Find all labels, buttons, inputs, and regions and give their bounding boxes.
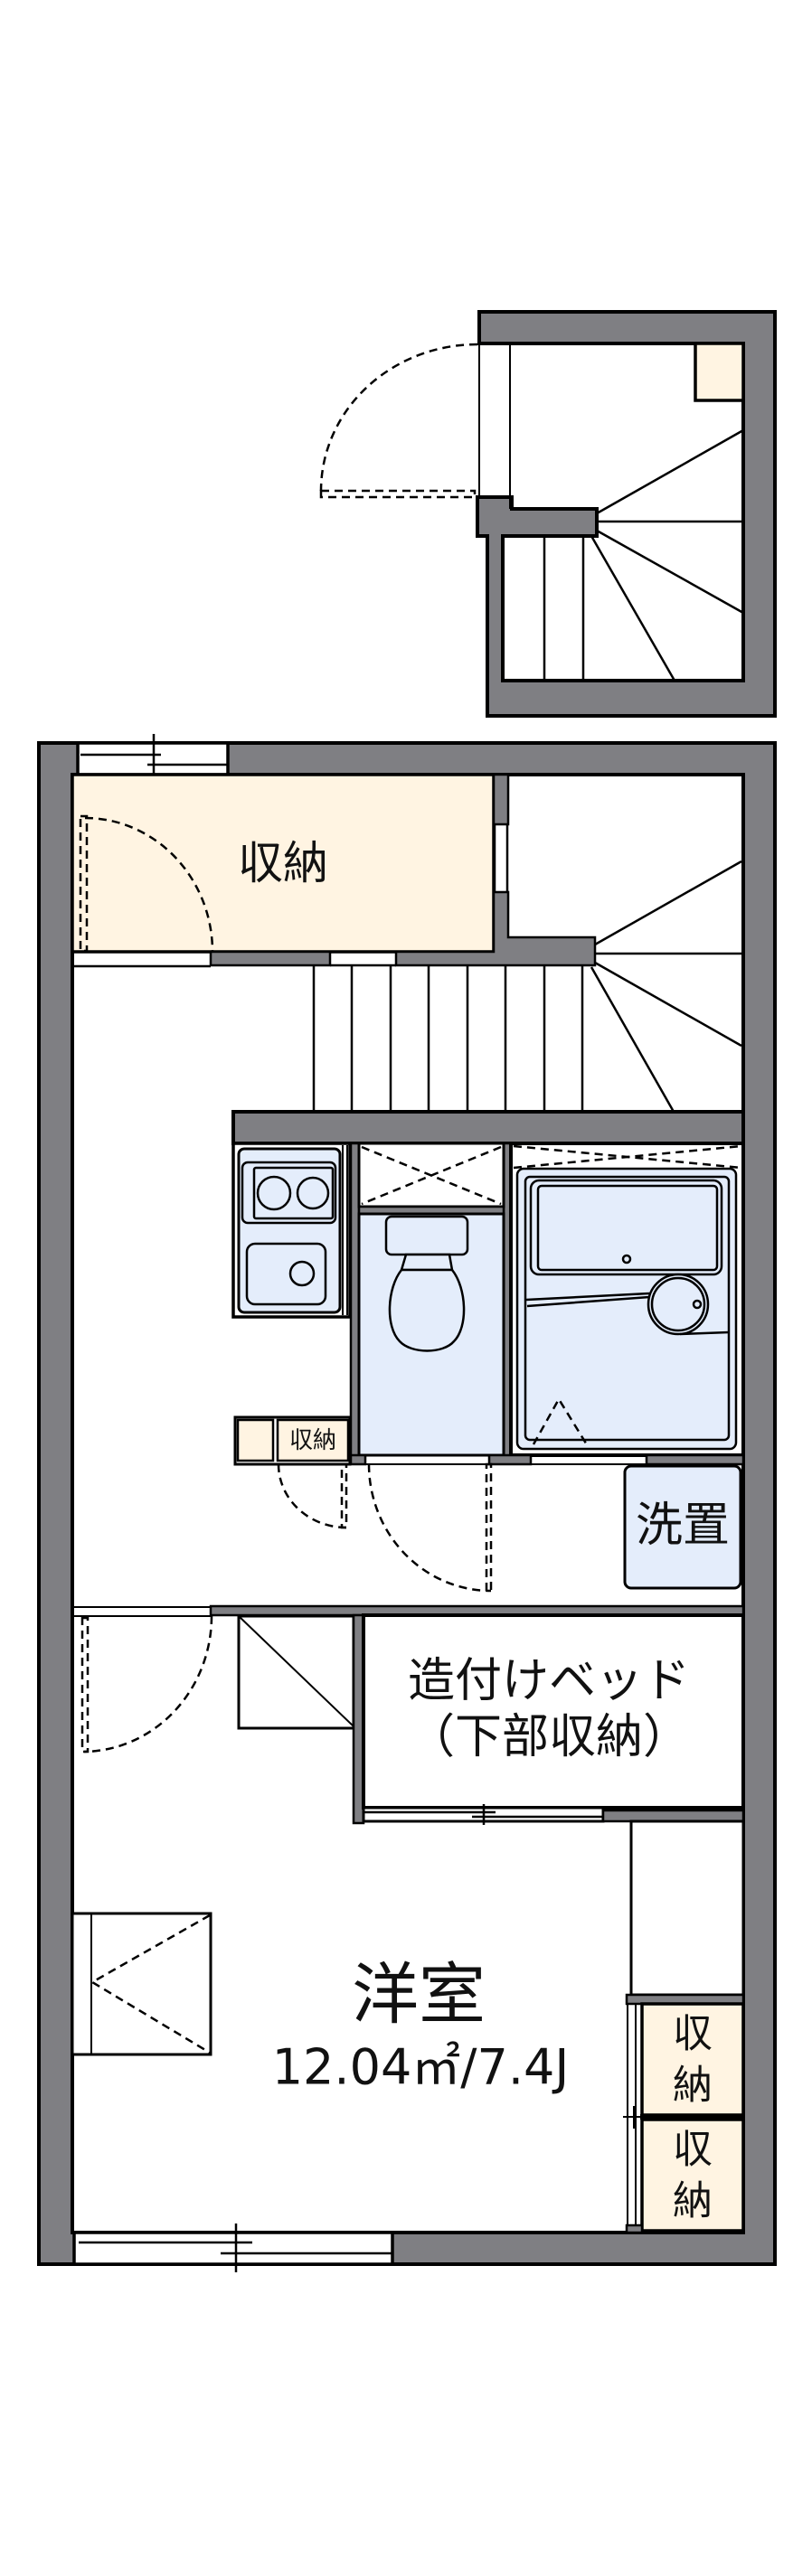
closet-1-label-bottom: 納	[673, 2063, 713, 2109]
storage-door-swing-icon	[79, 814, 214, 953]
interior-wall	[492, 773, 510, 826]
interior-wall	[394, 890, 597, 967]
main-unit: 収納	[37, 734, 777, 2272]
bed-label-line1: 造付けベッド	[408, 1654, 690, 1708]
upper-landing-walls	[476, 310, 777, 718]
closet-2-label-bottom: 納	[673, 2178, 713, 2224]
alcove	[629, 1819, 745, 1997]
upper-landing	[319, 310, 777, 718]
interior-wall	[349, 1453, 367, 1466]
bath-door-icon	[532, 1396, 590, 1447]
bed-sliding-door	[362, 1804, 605, 1825]
storage-small-door-swing-icon	[277, 1462, 348, 1529]
closet-1: 収 納	[640, 2002, 745, 2117]
window-top-left	[76, 734, 230, 784]
bathtub-icon	[529, 1179, 723, 1276]
storage-small-label: 収納	[289, 1427, 336, 1454]
window-bottom	[72, 2223, 394, 2272]
entrance-door-swing-icon	[319, 343, 478, 499]
stairs-icon	[312, 860, 742, 1113]
meter-box	[694, 342, 745, 402]
kitchen-counter	[231, 1142, 352, 1319]
overhead-shelf	[357, 1142, 505, 1208]
closet-divider	[640, 2114, 743, 2120]
interior-wall	[209, 950, 332, 967]
storage-small: 収納	[233, 1415, 352, 1466]
room-name: 洋室	[352, 1956, 486, 2034]
interior-wall	[645, 1453, 745, 1466]
closet-2: 収 納	[640, 2118, 745, 2233]
built-in-bed: 造付けベッド （下部収納）	[362, 1613, 745, 1810]
interior-wall	[231, 1110, 745, 1145]
washer-space-label: 洗置	[636, 1499, 730, 1553]
toilet-icon	[384, 1215, 469, 1352]
closet-2-label-top: 収	[673, 2127, 713, 2173]
winding-stairs-icon	[543, 428, 744, 682]
closet-sliding-doors	[623, 2004, 644, 2234]
room-door-swing-icon	[80, 1615, 213, 1753]
storage-label: 収納	[238, 837, 328, 889]
stove-burner-icon	[241, 1161, 337, 1225]
storage-area	[71, 773, 496, 954]
storage-room-top: 収納	[71, 773, 496, 954]
closet-1-label-top: 収	[673, 2011, 713, 2057]
interior-wall	[601, 1809, 745, 1823]
shoe-cabinet	[237, 1614, 355, 1730]
interior-window	[493, 824, 509, 892]
washbasin-icon	[525, 1273, 730, 1336]
western-room: 洋室 12.04㎡/7.4J	[272, 1956, 570, 2096]
kitchen-sink-icon	[245, 1242, 327, 1306]
toilet-door-swing-icon	[367, 1462, 493, 1593]
room-area: 12.04㎡/7.4J	[272, 2039, 570, 2096]
bed-label-line2: （下部収納）	[408, 1710, 690, 1764]
desk-unit	[71, 1912, 212, 2056]
bathroom	[509, 1142, 745, 1457]
exterior-walls	[37, 741, 777, 2266]
toilet-room	[349, 1142, 513, 1464]
interior-wall	[487, 1453, 533, 1466]
washer-space: 洗置	[623, 1464, 742, 1590]
